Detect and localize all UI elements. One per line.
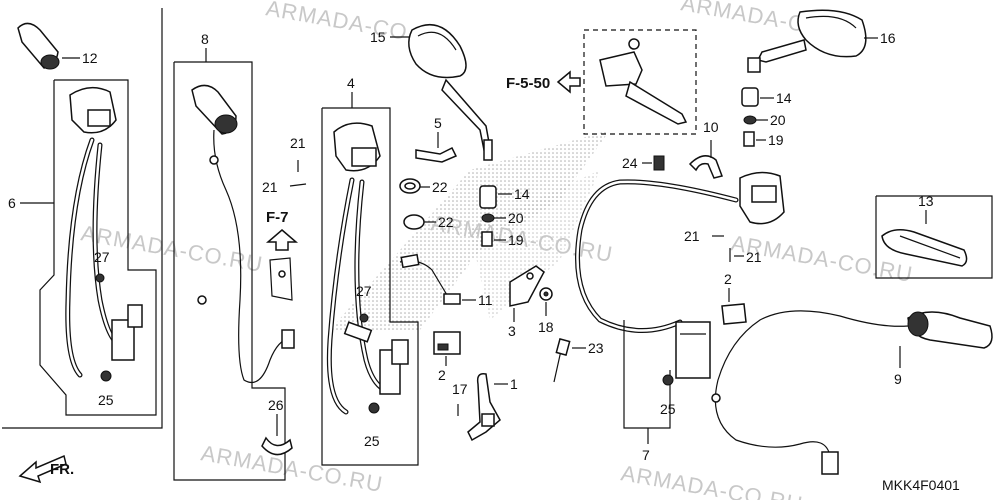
part-5-bracket: 5 bbox=[415, 115, 458, 163]
f5-50-reference: F-5-50 bbox=[506, 29, 697, 135]
left-panel-border bbox=[2, 8, 163, 429]
callout-21d: 21 bbox=[746, 249, 762, 265]
part-4-switch-assembly: 4 27 25 bbox=[321, 75, 419, 466]
callout-25a: 25 bbox=[98, 392, 114, 408]
callout-19b: 19 bbox=[768, 132, 784, 148]
direction-label: FR. bbox=[50, 461, 74, 478]
part-10-cable-tie: 10 bbox=[688, 119, 723, 179]
part-23-sensor: 23 bbox=[553, 338, 604, 383]
part-21-screws-left: 21 21 bbox=[262, 135, 307, 195]
part-9-grip-heater-right: 9 bbox=[711, 310, 993, 475]
callout-3: 3 bbox=[508, 323, 516, 339]
parts-14-20-19-right: 14 20 19 bbox=[741, 87, 792, 148]
callout-27b: 27 bbox=[356, 283, 372, 299]
diagram-code: MKK4F0401 bbox=[882, 477, 960, 493]
callout-2b: 2 bbox=[724, 271, 732, 287]
part-11-harness: 11 bbox=[399, 253, 493, 308]
background-logo bbox=[330, 130, 610, 330]
part-22-grommets: 22 22 bbox=[399, 178, 454, 230]
part-6-left-switch-assembly: 6 27 25 bbox=[8, 79, 157, 416]
callout-13: 13 bbox=[918, 193, 934, 209]
callout-22a: 22 bbox=[432, 179, 448, 195]
part-24-clip: 24 bbox=[622, 155, 665, 171]
callout-17: 17 bbox=[452, 381, 468, 397]
callout-14a: 14 bbox=[514, 186, 530, 202]
callout-12: 12 bbox=[82, 50, 98, 66]
part-1-bracket: 1 17 bbox=[452, 372, 518, 442]
callout-19a: 19 bbox=[508, 232, 524, 248]
callout-22b: 22 bbox=[438, 214, 454, 230]
callout-25b: 25 bbox=[364, 433, 380, 449]
part-13-grip: 13 bbox=[875, 193, 993, 279]
watermark: ARMADA-CO.RU bbox=[619, 460, 805, 500]
callout-23: 23 bbox=[588, 340, 604, 356]
f7-reference: F-7 bbox=[265, 209, 299, 301]
part-7-right-harness: 7 25 bbox=[575, 179, 739, 463]
callout-26: 26 bbox=[268, 397, 284, 413]
callout-20a: 20 bbox=[508, 210, 524, 226]
callout-20b: 20 bbox=[770, 112, 786, 128]
callout-14b: 14 bbox=[776, 90, 792, 106]
part-3-bracket: 3 bbox=[508, 265, 545, 339]
callout-18: 18 bbox=[538, 319, 554, 335]
part-2-switch-right: 2 bbox=[721, 271, 747, 325]
part-15-mirror-left: 15 bbox=[370, 24, 493, 161]
callout-6: 6 bbox=[8, 195, 16, 211]
callout-10: 10 bbox=[703, 119, 719, 135]
callout-9: 9 bbox=[894, 371, 902, 387]
callout-5: 5 bbox=[434, 115, 442, 131]
part-18-nut: 18 bbox=[538, 287, 554, 335]
callout-16: 16 bbox=[880, 30, 896, 46]
part-2-switch-center: 2 bbox=[433, 331, 461, 383]
callout-1: 1 bbox=[510, 376, 518, 392]
callout-21c: 21 bbox=[684, 228, 700, 244]
callout-11: 11 bbox=[478, 292, 493, 308]
callout-4: 4 bbox=[347, 75, 355, 91]
callout-24: 24 bbox=[622, 155, 638, 171]
part-26-clamp: 26 bbox=[261, 397, 293, 456]
callout-27a: 27 bbox=[94, 249, 110, 265]
ref-f5-50: F-5-50 bbox=[506, 75, 550, 92]
part-16-mirror-right: 16 bbox=[747, 9, 896, 73]
part-8-grip-heater-left: 8 bbox=[173, 31, 295, 481]
callout-7: 7 bbox=[642, 447, 650, 463]
callout-8: 8 bbox=[201, 31, 209, 47]
callout-21b: 21 bbox=[262, 179, 278, 195]
ref-f7: F-7 bbox=[266, 209, 289, 226]
right-switch-housing bbox=[739, 171, 785, 225]
callout-25c: 25 bbox=[660, 401, 676, 417]
callout-15: 15 bbox=[370, 29, 386, 45]
front-direction-arrow: FR. bbox=[18, 454, 74, 484]
callout-2a: 2 bbox=[438, 367, 446, 383]
parts-14-20-19-center: 14 20 19 bbox=[479, 185, 530, 248]
part-12-grip-end: 12 bbox=[17, 22, 98, 70]
part-21-screws-right: 21 21 bbox=[684, 228, 762, 265]
callout-21a: 21 bbox=[290, 135, 306, 151]
